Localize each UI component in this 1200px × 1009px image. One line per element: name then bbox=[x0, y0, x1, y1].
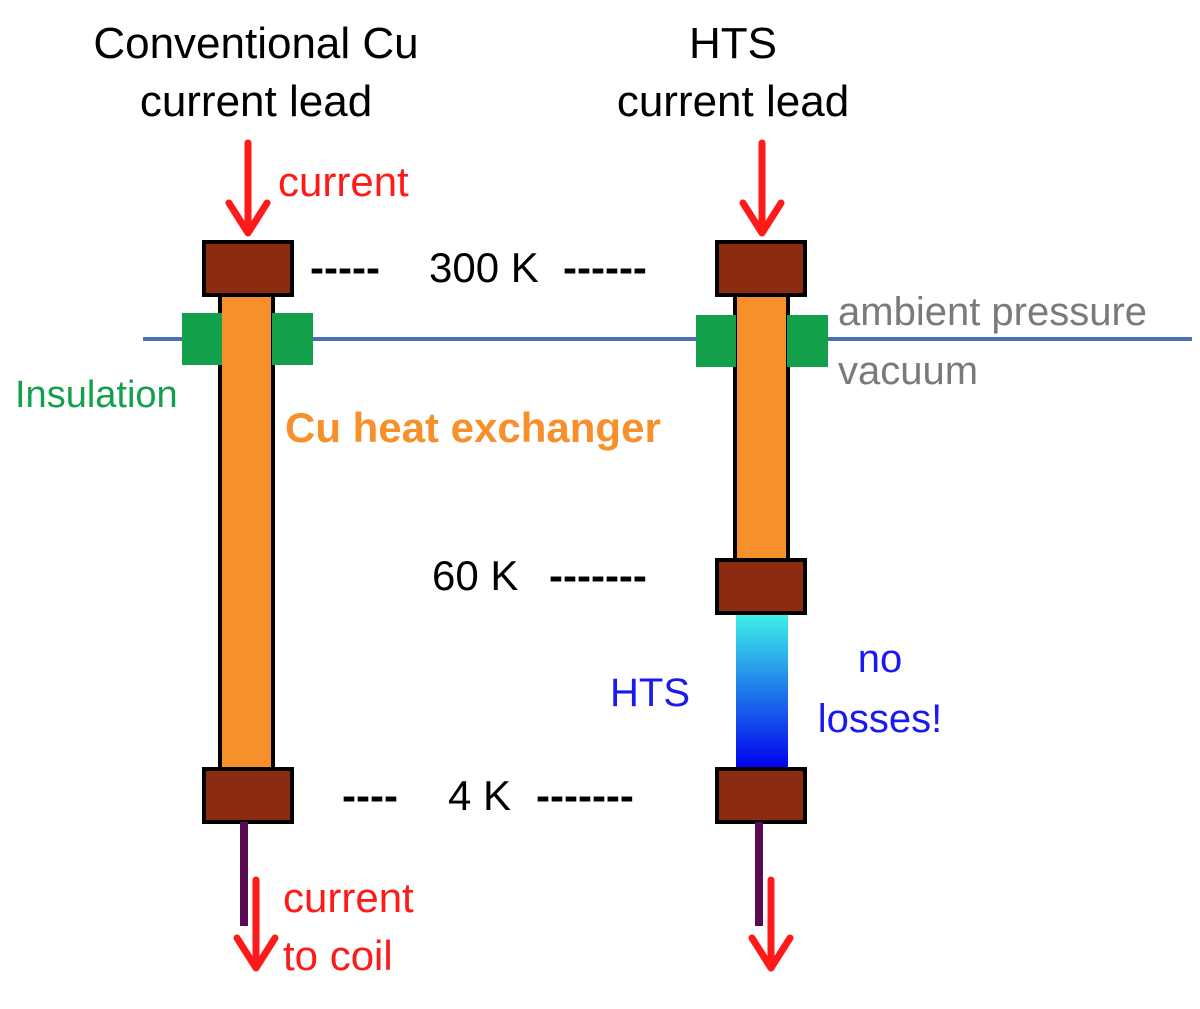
conventional-insulation-right bbox=[272, 313, 313, 365]
no-losses-label-line1: no bbox=[858, 637, 903, 681]
conventional-bottom-terminal bbox=[202, 767, 294, 824]
hts-current-in-arrow bbox=[739, 139, 785, 237]
hts-title-line2: current lead bbox=[617, 77, 849, 126]
temp-300k-dashes-right: ------ bbox=[563, 244, 647, 291]
hts-current-out-arrow bbox=[748, 876, 794, 972]
temp-4k-label: 4 K bbox=[448, 772, 511, 819]
temp-300k-dashes-left: ----- bbox=[310, 244, 380, 291]
conventional-cu-heat-exchanger bbox=[218, 292, 275, 772]
ambient-pressure-label: ambient pressure bbox=[838, 290, 1147, 334]
hts-superconductor-section bbox=[736, 612, 788, 769]
conventional-title-line1: Conventional Cu bbox=[93, 19, 418, 68]
hts-insulation-right bbox=[787, 315, 828, 367]
conventional-insulation-left bbox=[182, 313, 222, 365]
hts-title-line1: HTS bbox=[689, 19, 777, 68]
hts-cu-heat-exchanger bbox=[733, 292, 790, 564]
hts-bottom-terminal bbox=[715, 767, 807, 824]
temp-4k-dashes-right: ------- bbox=[536, 772, 634, 819]
conventional-title-line2: current lead bbox=[140, 77, 372, 126]
hts-top-terminal bbox=[715, 240, 807, 297]
conventional-current-out-arrow bbox=[233, 876, 279, 972]
no-losses-label-line2: losses! bbox=[818, 697, 943, 741]
hts-60k-terminal bbox=[715, 558, 807, 615]
current-in-label: current bbox=[278, 158, 409, 205]
hts-insulation-left bbox=[696, 315, 736, 367]
conventional-current-in-arrow bbox=[225, 139, 271, 237]
conventional-top-terminal bbox=[202, 240, 294, 297]
hts-section-label: HTS bbox=[610, 671, 690, 715]
temp-60k-label: 60 K bbox=[432, 552, 518, 599]
insulation-label: Insulation bbox=[15, 374, 178, 416]
temp-60k-dashes: ------- bbox=[549, 552, 647, 599]
temp-300k-label: 300 K bbox=[429, 244, 539, 291]
current-to-coil-label-line2: to coil bbox=[283, 932, 393, 979]
cu-heat-exchanger-label: Cu heat exchanger bbox=[285, 404, 661, 451]
temp-4k-dashes-left: ---- bbox=[342, 772, 398, 819]
vacuum-label: vacuum bbox=[838, 349, 978, 393]
current-to-coil-label-line1: current bbox=[283, 874, 414, 921]
